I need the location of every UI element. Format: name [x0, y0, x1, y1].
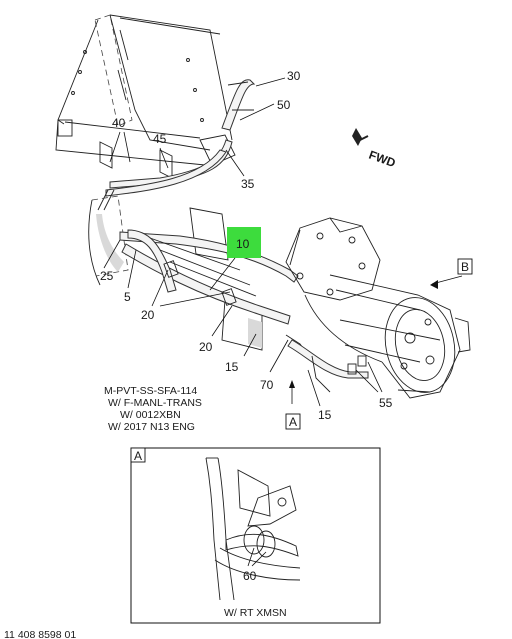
- frame-rail: [55, 14, 233, 166]
- callout-10: 10: [236, 237, 250, 251]
- callout-20-b: 20: [199, 340, 213, 354]
- callout-20-a: 20: [141, 308, 155, 322]
- leader-lines: [103, 77, 463, 407]
- transmission: [285, 217, 471, 399]
- callout-15-b: 15: [318, 408, 332, 422]
- callout-15-a: 15: [225, 360, 239, 374]
- callout-60: 60: [243, 569, 257, 583]
- callout-35: 35: [241, 177, 255, 191]
- callout-70: 70: [260, 378, 274, 392]
- note-line-4: W/ 2017 N13 ENG: [108, 421, 195, 433]
- detail-caption: W/ RT XMSN: [224, 607, 287, 619]
- callout-25: 25: [100, 269, 114, 283]
- fwd-label: FWD: [367, 148, 398, 171]
- callout-50: 50: [277, 98, 291, 112]
- view-a-marker: [285, 413, 301, 430]
- highlight-box: [227, 227, 261, 258]
- note-line-1: M-PVT-SS-SFA-114: [104, 385, 197, 397]
- view-b-marker: [457, 258, 473, 275]
- view-b-label: B: [461, 260, 469, 274]
- note-line-2: W/ F-MANL-TRANS: [108, 397, 202, 409]
- note-line-3: W/ 0012XBN: [120, 409, 181, 421]
- view-a-label: A: [289, 415, 297, 429]
- footer-id: 11 408 8598 01: [4, 629, 76, 639]
- callout-5: 5: [124, 290, 131, 304]
- callout-55: 55: [379, 396, 393, 410]
- upper-tubes: [97, 79, 256, 211]
- detail-a-label: A: [134, 449, 142, 463]
- detail-a-inset: [130, 447, 381, 624]
- callout-40: 40: [112, 116, 126, 130]
- fwd-indicator: [352, 128, 369, 146]
- main-tubes: [119, 229, 313, 361]
- callout-45: 45: [153, 132, 167, 146]
- callout-30: 30: [287, 69, 301, 83]
